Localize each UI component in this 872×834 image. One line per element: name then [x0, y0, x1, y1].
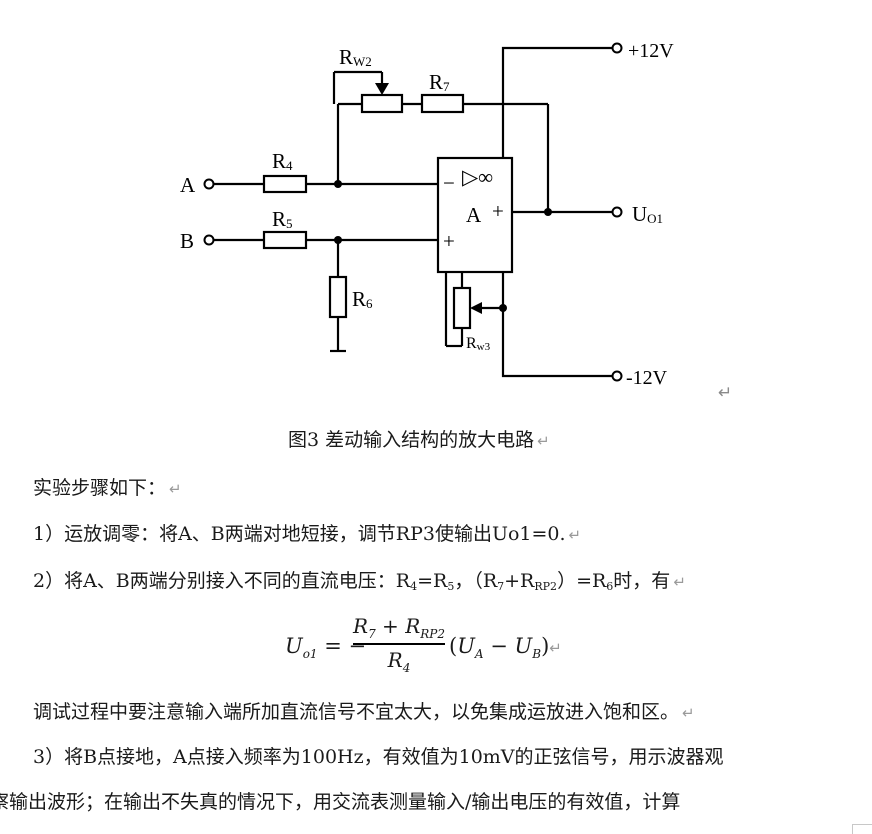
label-r5: R5	[272, 207, 293, 231]
var-r: R	[387, 647, 403, 672]
step2-text: ）=R	[557, 570, 607, 592]
paragraph-mark: ↵	[537, 432, 550, 450]
paragraph-text: 察输出波形；在输出不失真的情况下，用交流表测量输入/输出电压的有效值，计算	[0, 791, 681, 813]
subscript: RP2	[420, 627, 445, 641]
arrow-rw3	[470, 302, 482, 314]
label-rw3: Rw3	[466, 335, 491, 353]
minus: −	[483, 634, 515, 658]
arrow-rw2	[375, 83, 389, 95]
step2-text: 2）将A、B两端分别接入不同的直流电压：R	[33, 570, 411, 592]
circuit-diagram: +12V RW2 R7 A R4 B R5 R6 − + ▷∞ A + UO1 …	[180, 40, 732, 403]
page-corner-mark	[852, 824, 872, 834]
opamp-symbol: ▷∞	[462, 165, 493, 189]
paragraph-mark: ↵	[673, 573, 686, 591]
formula-fraction: R7 + RRP2 R4	[353, 614, 445, 675]
var-u: U	[457, 634, 475, 658]
caption-text: 图3 差动输入结构的放大电路	[288, 429, 535, 451]
paragraph-step-1: 1）运放调零：将A、B两端对地短接，调节RP3使输出Uo1=0.↵	[33, 522, 581, 547]
resistor-r6	[328, 275, 348, 319]
label-out: UO1	[632, 202, 663, 226]
paragraph-text: 3）将B点接地，A点接入频率为100Hz，有效值为10mV的正弦信号，用示波器观	[33, 746, 724, 768]
paragraph-mark: ↵	[169, 480, 182, 498]
junction-out	[544, 208, 552, 216]
label-r6: R6	[352, 287, 373, 311]
label-node-a: A	[180, 173, 196, 197]
wire-vminus	[501, 272, 612, 378]
paragraph-mark: ↵	[549, 639, 562, 657]
paragraph-steps-intro: 实验步骤如下：↵	[33, 476, 182, 501]
step2-text: =R	[417, 570, 448, 592]
terminal-a	[203, 178, 215, 190]
var-r: R	[405, 614, 421, 638]
step2-text: 时，有	[613, 570, 671, 592]
var-u: U	[514, 634, 533, 658]
resistor-rw2	[360, 93, 404, 114]
terminal-vminus	[611, 370, 623, 382]
paragraph-step-3: 3）将B点接地，A点接入频率为100Hz，有效值为10mV的正弦信号，用示波器观	[33, 745, 724, 769]
label-rw2: RW2	[339, 45, 372, 69]
paragraph-mark: ↵	[682, 704, 695, 722]
subscript: 4	[402, 660, 411, 675]
plus: +	[375, 614, 406, 638]
paragraph-text: 调试过程中要注意输入端所加直流信号不宜太大，以免集成运放进入饱和区。	[33, 701, 680, 723]
opamp-box	[436, 156, 514, 274]
subscript: 5	[447, 580, 455, 593]
subscript: B	[532, 647, 542, 661]
step2-text: ，（R	[454, 570, 498, 592]
subscript: 7	[497, 580, 505, 593]
resistor-r5	[262, 230, 308, 250]
opamp-minus: −	[443, 171, 455, 195]
fraction-bar	[353, 643, 445, 645]
wire-vplus	[501, 46, 612, 158]
formula-rhs: (UA − UB)↵	[449, 634, 562, 661]
paragraph-text: 1）运放调零：将A、B两端对地短接，调节RP3使输出Uo1=0.	[33, 523, 566, 545]
junction-a	[334, 180, 342, 188]
paragraph-step-2: 2）将A、B两端分别接入不同的直流电压：R4=R5，（R7+RRP2）=R6时，…	[33, 569, 686, 599]
resistor-rw3	[452, 286, 472, 330]
terminal-vplus	[611, 42, 623, 54]
paren-close: )	[541, 634, 550, 658]
equals-minus: = −	[317, 634, 367, 658]
label-r4: R4	[272, 149, 293, 173]
var-u: U	[285, 634, 303, 658]
resistor-r7	[420, 93, 465, 114]
return-mark: ↵	[718, 383, 732, 403]
paragraph-note: 调试过程中要注意输入端所加直流信号不宜太大，以免集成运放进入饱和区。↵	[33, 700, 695, 725]
var-r: R	[353, 614, 369, 638]
terminal-out	[611, 206, 623, 218]
subscript: A	[474, 647, 484, 661]
label-node-b: B	[180, 229, 194, 253]
resistor-r4	[262, 174, 308, 194]
subscript: 6	[606, 580, 614, 593]
subscript: 7	[368, 627, 376, 641]
formula-lhs: Uo1 = −	[285, 634, 366, 661]
opamp-plus: +	[443, 229, 455, 253]
formula-denominator: R4	[353, 648, 445, 675]
terminal-b	[203, 234, 215, 246]
paragraph-step-3-cont: 察输出波形；在输出不失真的情况下，用交流表测量输入/输出电压的有效值，计算	[0, 790, 680, 814]
subscript: RP2	[534, 580, 558, 593]
formula-numerator: R7 + RRP2	[353, 614, 445, 641]
figure-caption: 图3 差动输入结构的放大电路↵	[288, 428, 550, 453]
label-r7: R7	[429, 70, 450, 94]
paren-open: (	[449, 634, 458, 658]
step2-text: +R	[504, 570, 535, 592]
opamp-name: A	[466, 203, 482, 227]
paragraph-mark: ↵	[568, 526, 582, 544]
label-vminus: -12V	[626, 367, 668, 389]
label-vplus: +12V	[628, 40, 674, 62]
subscript: o1	[302, 647, 318, 661]
paragraph-text: 实验步骤如下：	[33, 477, 167, 499]
subscript: 4	[410, 580, 418, 593]
opamp-out-sign: +	[492, 199, 504, 223]
